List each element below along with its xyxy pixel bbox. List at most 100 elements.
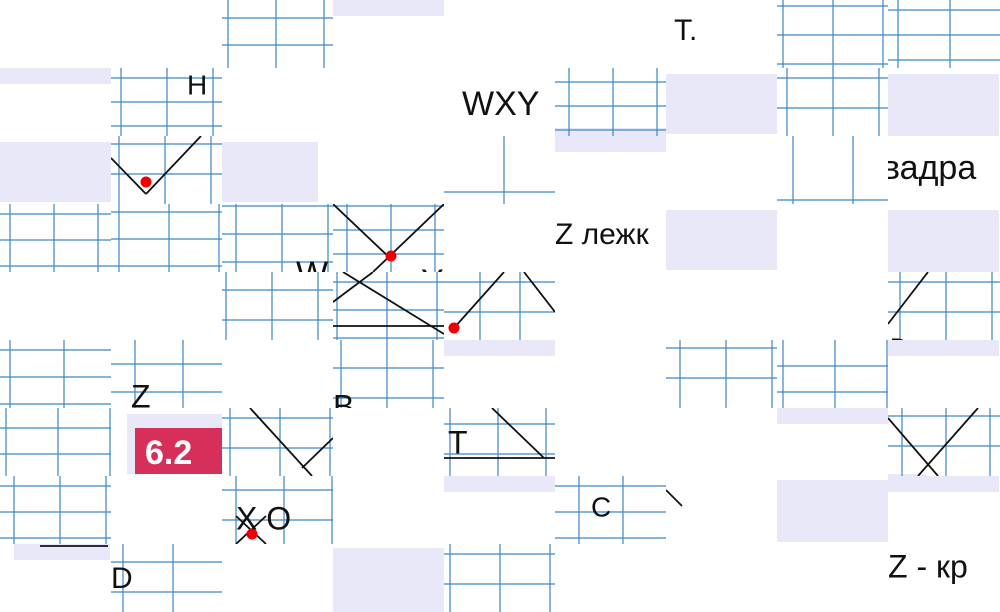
puzzle-tile[interactable]: Т <box>444 408 555 476</box>
puzzle-tile[interactable] <box>0 340 111 408</box>
puzzle-tile[interactable] <box>444 476 555 544</box>
tile-canvas <box>444 544 555 612</box>
puzzle-tile[interactable] <box>0 204 111 272</box>
puzzle-tile[interactable]: Z <box>111 340 222 408</box>
puzzle-tile[interactable] <box>555 136 666 204</box>
puzzle-tile[interactable]: X O <box>222 476 333 544</box>
puzzle-tile[interactable] <box>555 544 666 612</box>
tile-text: W <box>296 255 328 272</box>
puzzle-tile[interactable] <box>333 544 444 612</box>
tile-canvas <box>555 544 666 612</box>
tile-canvas <box>333 0 444 16</box>
puzzle-tile[interactable]: W <box>222 204 333 272</box>
puzzle-tile[interactable] <box>888 204 1000 272</box>
tile-canvas <box>0 68 111 84</box>
tile-canvas <box>777 272 888 340</box>
puzzle-tile[interactable]: вадра <box>888 136 1000 204</box>
tile-canvas <box>444 136 555 204</box>
puzzle-tile[interactable] <box>777 476 888 544</box>
puzzle-tile[interactable] <box>333 0 444 68</box>
puzzle-tile[interactable] <box>777 340 888 408</box>
puzzle-tile[interactable] <box>555 340 666 408</box>
tile-canvas: X O <box>222 476 333 544</box>
puzzle-tile[interactable]: Y <box>333 204 444 272</box>
puzzle-tile[interactable] <box>333 68 444 136</box>
grid-lines <box>222 0 333 68</box>
puzzle-tile[interactable]: Н <box>111 68 222 136</box>
puzzle-tile[interactable] <box>777 68 888 136</box>
puzzle-tile[interactable] <box>111 476 222 544</box>
puzzle-tile[interactable] <box>444 544 555 612</box>
puzzle-tile[interactable]: D <box>888 272 1000 340</box>
puzzle-tile[interactable] <box>222 544 333 612</box>
puzzle-tile[interactable] <box>666 340 777 408</box>
puzzle-tile[interactable] <box>666 476 777 544</box>
tile-text: Т. <box>674 14 697 47</box>
puzzle-tile[interactable] <box>777 408 888 476</box>
puzzle-tile[interactable] <box>333 476 444 544</box>
puzzle-tile[interactable]: Z - кр <box>888 544 1000 612</box>
puzzle-tile[interactable] <box>666 204 777 272</box>
puzzle-tile[interactable] <box>333 136 444 204</box>
puzzle-tile[interactable] <box>0 272 111 340</box>
puzzle-tile[interactable] <box>111 0 222 68</box>
puzzle-tile[interactable] <box>333 272 444 340</box>
puzzle-tile[interactable] <box>222 272 333 340</box>
puzzle-tile[interactable] <box>555 0 666 68</box>
puzzle-tile[interactable]: B <box>333 340 444 408</box>
puzzle-tile[interactable] <box>444 0 555 68</box>
puzzle-tile[interactable] <box>0 476 111 544</box>
puzzle-tile[interactable] <box>555 272 666 340</box>
puzzle-tile[interactable] <box>888 476 1000 544</box>
puzzle-tile[interactable] <box>777 0 888 68</box>
grid-lines <box>222 204 333 272</box>
puzzle-tile[interactable]: D <box>111 544 222 612</box>
puzzle-tile[interactable] <box>888 0 1000 68</box>
puzzle-tile[interactable] <box>888 340 1000 408</box>
puzzle-tile[interactable] <box>0 544 111 612</box>
puzzle-tile[interactable] <box>555 68 666 136</box>
puzzle-tile[interactable] <box>111 136 222 204</box>
puzzle-tile[interactable] <box>0 0 111 68</box>
puzzle-tile[interactable]: Z лежк <box>555 204 666 272</box>
puzzle-tile[interactable]: WXY <box>444 68 555 136</box>
tile-canvas <box>666 489 683 507</box>
puzzle-tile[interactable] <box>444 204 555 272</box>
tile-canvas <box>333 476 444 544</box>
puzzle-tile[interactable] <box>222 408 333 476</box>
puzzle-tile[interactable] <box>666 408 777 476</box>
puzzle-tile[interactable] <box>666 136 777 204</box>
puzzle-tile[interactable] <box>888 68 1000 136</box>
puzzle-tile[interactable] <box>444 136 555 204</box>
puzzle-tile[interactable] <box>777 272 888 340</box>
puzzle-tile[interactable] <box>222 136 333 204</box>
puzzle-tile[interactable] <box>777 544 888 612</box>
puzzle-tile[interactable] <box>333 408 444 476</box>
grid-lines <box>888 408 1000 476</box>
tile-canvas <box>111 204 222 272</box>
tile-canvas <box>333 408 444 476</box>
puzzle-tile[interactable] <box>222 0 333 68</box>
puzzle-tile[interactable]: Т. <box>666 0 777 68</box>
puzzle-tile[interactable] <box>888 408 1000 476</box>
puzzle-tile[interactable] <box>222 340 333 408</box>
puzzle-tile[interactable] <box>444 272 555 340</box>
puzzle-tile[interactable] <box>0 408 111 476</box>
puzzle-tile[interactable]: 6.2 <box>111 408 222 476</box>
grid-lines <box>333 204 444 272</box>
puzzle-tile[interactable] <box>777 204 888 272</box>
puzzle-tile[interactable] <box>111 272 222 340</box>
grid-lines <box>0 340 111 408</box>
puzzle-tile[interactable] <box>555 408 666 476</box>
puzzle-tile[interactable] <box>0 68 111 136</box>
puzzle-tile[interactable] <box>444 340 555 408</box>
puzzle-tile[interactable] <box>222 68 333 136</box>
puzzle-tile[interactable] <box>666 68 777 136</box>
puzzle-tile[interactable] <box>777 136 888 204</box>
puzzle-tile[interactable] <box>0 136 111 204</box>
puzzle-tile[interactable]: C <box>555 476 666 544</box>
puzzle-tile[interactable] <box>666 544 777 612</box>
puzzle-tile[interactable] <box>666 272 777 340</box>
puzzle-tile[interactable] <box>111 204 222 272</box>
tile-canvas <box>777 0 888 68</box>
